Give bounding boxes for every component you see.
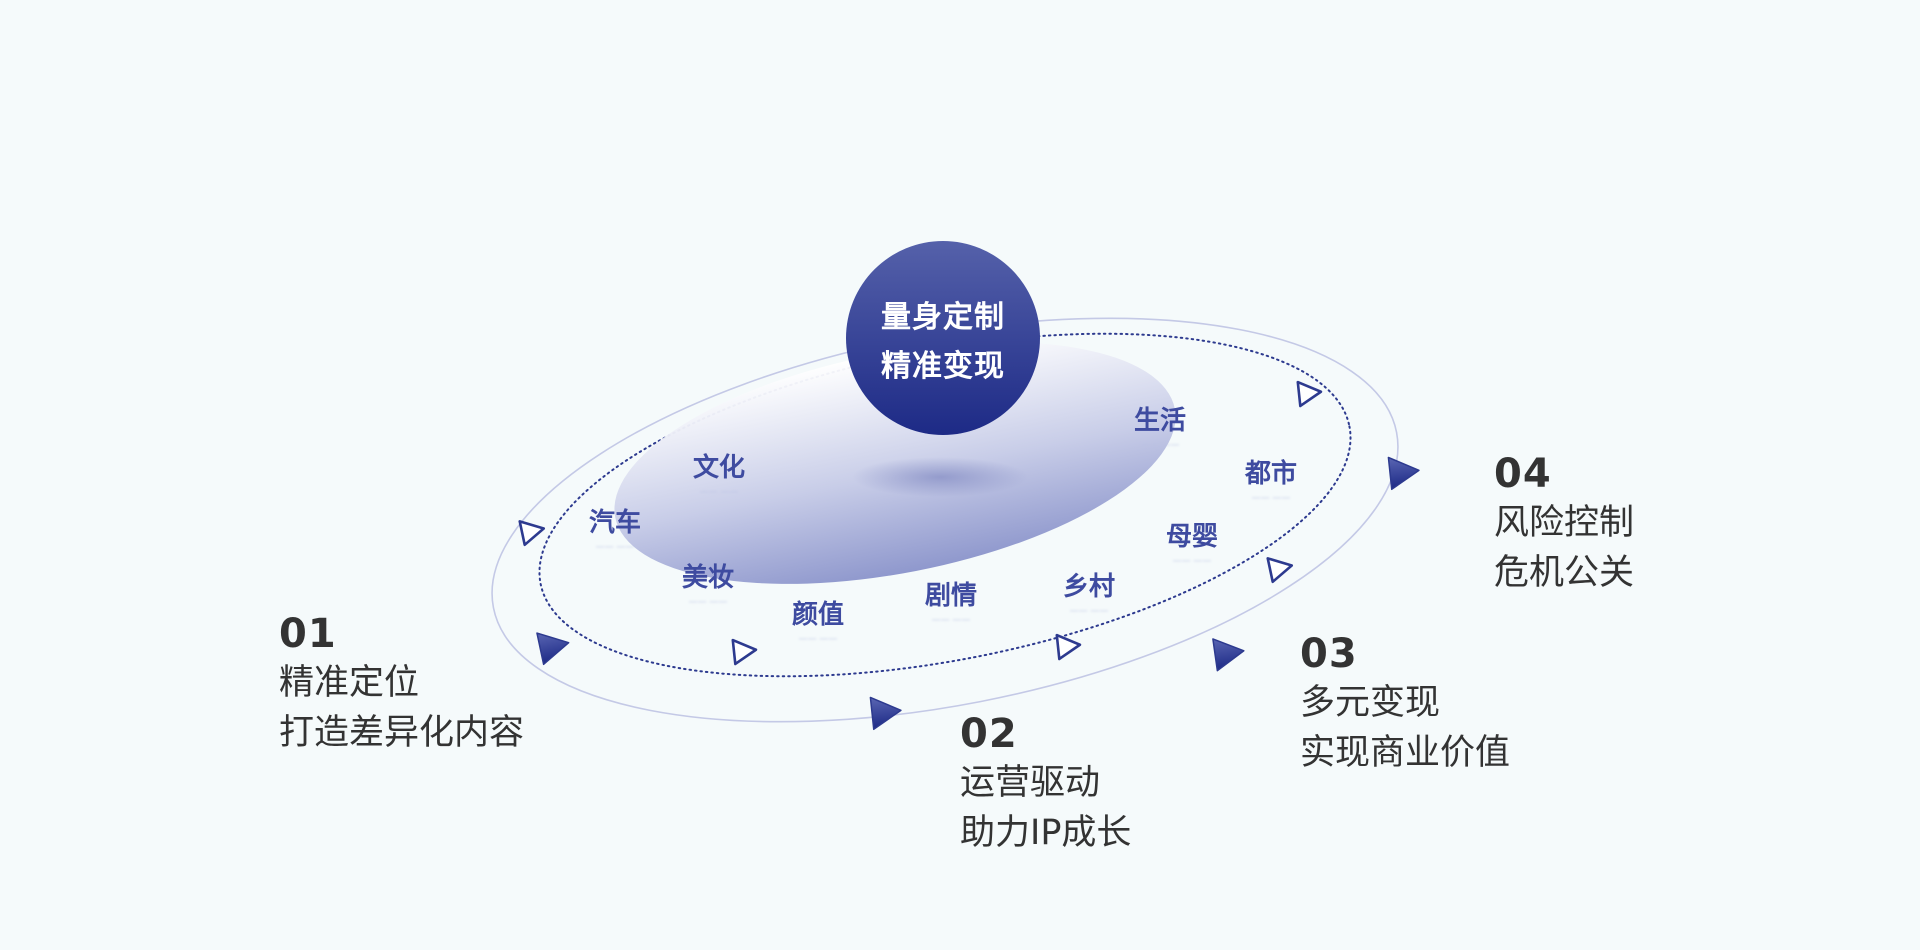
category-rural: 乡村 —— —— [1063,572,1115,616]
sphere-shadow [852,457,1028,497]
category-life: 生活 —— —— [1134,406,1186,450]
play-outline-icon [731,638,758,666]
step-title: 精准定位 [279,663,420,703]
category-sublabel: —— —— [1141,440,1180,450]
category-label: 颜值 [792,600,844,630]
category-beauty: 美妆 —— —— [682,562,734,607]
center-title-line2: 精准变现 [881,349,1005,384]
play-solid-icon [1212,638,1245,672]
play-solid-icon [536,632,570,666]
step-subtitle: 实现商业价值 [1300,733,1511,773]
category-culture: 文化 —— —— [693,452,745,497]
play-outline-icon [1296,380,1323,408]
category-sublabel: —— —— [799,634,838,644]
category-looks: 颜值 —— —— [792,600,844,644]
category-label: 生活 [1134,406,1186,436]
category-auto: 汽车 —— —— [589,507,641,552]
category-maternal: 母婴 —— —— [1166,522,1218,566]
step-01: 01 精准定位 打造差异化内容 [279,610,524,758]
step-02: 02 运营驱动 助力IP成长 [960,710,1131,858]
category-sublabel: —— —— [700,487,739,497]
step-title: 多元变现 [1300,683,1441,723]
category-label: 母婴 [1166,522,1218,552]
step-number: 03 [1300,631,1358,677]
category-label: 汽车 [589,507,641,538]
step-number: 04 [1494,451,1552,497]
center-sphere [846,241,1040,435]
play-solid-icon [1387,456,1420,491]
step-04: 04 风险控制 危机公关 [1494,450,1634,598]
step-subtitle: 助力IP成长 [960,813,1132,853]
play-outline-icon [1055,633,1082,661]
step-03: 03 多元变现 实现商业价值 [1300,630,1510,778]
step-number: 02 [960,711,1018,757]
category-urban: 都市 —— —— [1244,458,1297,503]
dotted-orbit [538,332,1352,678]
category-label: 美妆 [682,562,734,593]
play-outline-icon [1266,557,1294,584]
step-subtitle: 危机公关 [1494,553,1635,593]
center-title-line1: 量身定制 [881,300,1005,335]
category-sublabel: —— —— [689,597,728,607]
category-label: 剧情 [925,581,977,611]
category-label: 都市 [1244,458,1297,489]
category-label: 文化 [693,452,745,483]
category-sublabel: —— —— [1173,556,1212,566]
step-number: 01 [279,611,337,657]
category-sublabel: —— —— [596,542,635,552]
category-sublabel: —— —— [1070,606,1109,616]
step-title: 风险控制 [1494,503,1635,543]
play-outline-icon [518,520,546,547]
category-sublabel: —— —— [932,615,971,625]
category-sublabel: —— —— [1252,493,1291,503]
category-label: 乡村 [1063,572,1115,602]
category-drama: 剧情 —— —— [925,581,977,625]
step-subtitle: 打造差异化内容 [279,713,525,753]
play-solid-icon [869,696,902,731]
step-title: 运营驱动 [960,763,1101,803]
